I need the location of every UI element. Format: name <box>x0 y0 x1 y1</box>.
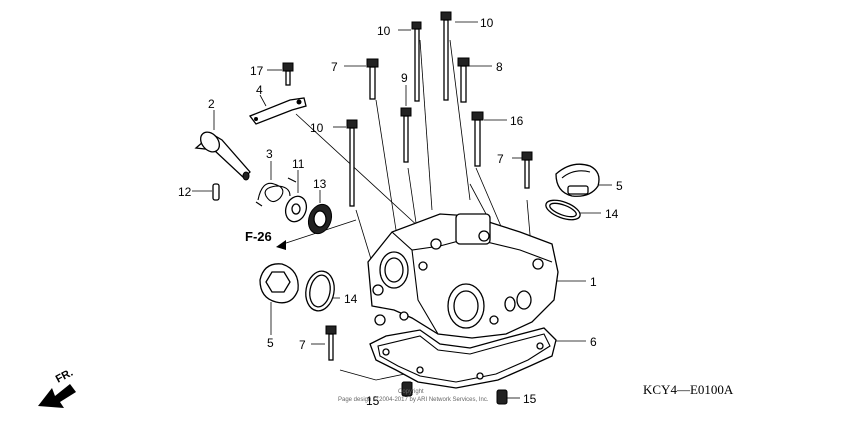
ref-label-f26[interactable]: F-26 <box>245 229 272 244</box>
bolt-10-top-left <box>411 21 422 102</box>
bolt-10-middle <box>346 119 358 207</box>
callout-17[interactable]: 17 <box>250 64 264 78</box>
callout-2[interactable]: 2 <box>208 97 215 111</box>
decomp-arm-4 <box>248 97 307 125</box>
copyright-line: Page design © 2004-2017 by ARI Network S… <box>338 396 489 403</box>
callout-4[interactable]: 4 <box>256 83 263 97</box>
callout-1[interactable]: 1 <box>590 275 597 289</box>
callout-11[interactable]: 11 <box>292 157 305 171</box>
diagram-code: KCY4—E0100A <box>643 382 734 397</box>
o-ring-14-left <box>305 270 335 312</box>
bolt-8 <box>457 57 470 103</box>
return-spring-3 <box>255 177 297 207</box>
decomp-shaft-2 <box>194 131 251 181</box>
callout-14-left[interactable]: 14 <box>344 292 358 306</box>
filler-cap-5-right <box>555 163 600 197</box>
callout-7-right[interactable]: 7 <box>497 152 504 166</box>
front-direction-label: FR. <box>54 367 75 386</box>
callout-16[interactable]: 16 <box>510 114 524 128</box>
callout-10-top-right[interactable]: 10 <box>480 16 494 30</box>
callout-15-right[interactable]: 15 <box>523 392 537 406</box>
copyright-top: Copyright <box>398 389 424 395</box>
bolt-17 <box>282 62 294 86</box>
bolt-7-upper <box>366 58 379 100</box>
callout-6[interactable]: 6 <box>590 335 597 349</box>
bolt-9 <box>400 107 412 163</box>
dowel-pin-15-left <box>401 381 413 397</box>
washer-11 <box>284 195 308 223</box>
callout-8[interactable]: 8 <box>496 60 503 74</box>
cylinder-head-cover-1 <box>367 213 559 339</box>
callout-10-middle[interactable]: 10 <box>310 121 324 135</box>
callout-9[interactable]: 9 <box>401 71 408 85</box>
callout-5-right[interactable]: 5 <box>616 179 623 193</box>
dowel-pin-15-right <box>496 389 508 405</box>
callout-12[interactable]: 12 <box>178 185 192 199</box>
callout-13[interactable]: 13 <box>313 177 327 191</box>
callout-15-left[interactable]: 15 <box>366 394 380 408</box>
callout-7-lower[interactable]: 7 <box>299 338 306 352</box>
callout-14-right[interactable]: 14 <box>605 207 619 221</box>
bolt-10-top-right <box>440 11 452 101</box>
filler-cap-5-left <box>259 263 299 304</box>
head-cover-gasket-6 <box>369 327 557 389</box>
callout-10-top-left[interactable]: 10 <box>377 24 391 38</box>
oil-seal-13 <box>307 203 333 235</box>
callout-7-upper[interactable]: 7 <box>331 60 338 74</box>
front-direction-arrow <box>38 384 76 408</box>
o-ring-14-right <box>545 199 581 221</box>
bolt-7-lower <box>325 325 337 361</box>
bolt-7-right <box>521 151 533 189</box>
callout-3[interactable]: 3 <box>266 147 273 161</box>
callout-5-left[interactable]: 5 <box>267 336 274 350</box>
pin-12 <box>212 183 220 201</box>
bolt-16 <box>471 111 484 167</box>
